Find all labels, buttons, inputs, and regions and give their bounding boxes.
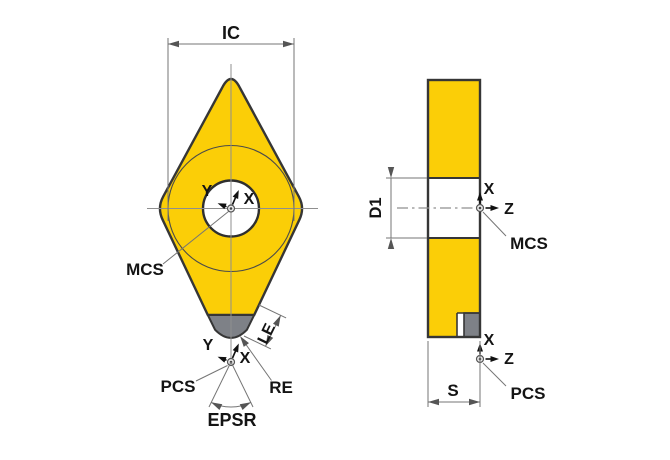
mcs-leader-line: [482, 211, 507, 237]
z-axis-arrowhead: [490, 356, 499, 362]
y-axis-arrowhead: [217, 356, 227, 363]
arrowhead: [283, 40, 294, 48]
arrowhead: [387, 238, 395, 249]
s-dimension: S: [427, 341, 481, 407]
ic-label: IC: [222, 23, 240, 43]
re-dimension: RE: [240, 336, 293, 397]
z-axis-arrowhead: [490, 205, 499, 211]
mcs-origin-dot: [229, 207, 233, 210]
x-axis-arrowhead: [477, 192, 483, 201]
arrowhead: [469, 398, 480, 406]
cutting-tip-side: [463, 312, 481, 338]
pcs-leader-line: [482, 362, 507, 387]
pcs-leader-line: [195, 365, 228, 382]
mcs-z-label: Z: [504, 201, 514, 218]
arrowhead: [265, 335, 274, 347]
s-label: S: [447, 381, 458, 400]
mcs-x-label: X: [484, 181, 495, 198]
side-mcs: X Z MCS: [475, 181, 548, 253]
front-pcs: Y X PCS: [161, 337, 251, 396]
arrowhead: [239, 402, 251, 411]
mcs-origin-dot: [478, 206, 482, 210]
mcs-label: MCS: [510, 234, 548, 253]
pcs-z-label: Z: [504, 351, 514, 368]
d1-dimension: D1: [367, 167, 427, 249]
mcs-leader-line: [162, 211, 229, 265]
pcs-x-label: X: [484, 332, 495, 349]
d1-label: D1: [367, 197, 385, 218]
re-label: RE: [269, 378, 293, 397]
epsr-label: EPSR: [207, 410, 256, 430]
arrowhead: [240, 336, 249, 347]
mcs-label: MCS: [126, 260, 164, 279]
x-axis-arrowhead: [232, 190, 239, 199]
pcs-label: PCS: [511, 384, 546, 403]
epsr-dimension: EPSR: [207, 361, 257, 430]
side-pcs: X Z PCS: [475, 332, 546, 403]
y-axis-arrowhead: [217, 203, 227, 210]
side-view: D1 X Z MCS X Z PCS: [367, 78, 548, 407]
arrowhead: [387, 167, 395, 178]
arrowhead: [211, 402, 223, 411]
mcs-x-label: X: [244, 191, 255, 208]
pcs-x-label: X: [240, 350, 251, 367]
epsr-edge-line-right: [230, 361, 254, 408]
mcs-y-label: Y: [202, 183, 213, 200]
le-extension-line-upper: [258, 304, 287, 319]
arrowhead: [428, 398, 439, 406]
front-view: IC Y X MCS Y X PCS: [126, 23, 318, 430]
le-extension-line-lower: [243, 335, 272, 350]
pcs-y-label: Y: [203, 337, 214, 354]
pcs-label: PCS: [161, 377, 196, 396]
epsr-edge-line-left: [208, 361, 232, 408]
x-axis-arrowhead: [232, 343, 239, 353]
ic-dimension: IC: [167, 23, 295, 221]
arrowhead: [272, 315, 281, 327]
front-mcs: Y X MCS: [126, 183, 255, 279]
arrowhead: [168, 40, 179, 48]
